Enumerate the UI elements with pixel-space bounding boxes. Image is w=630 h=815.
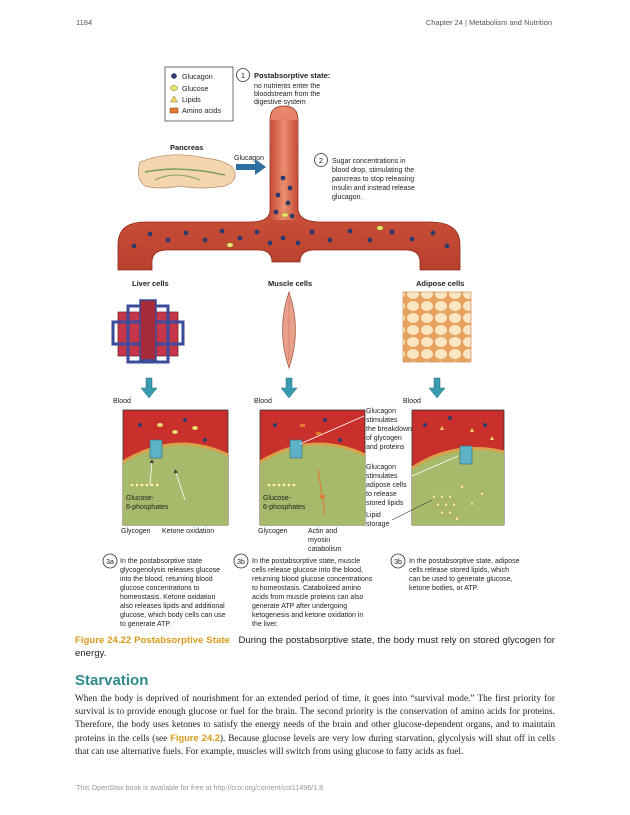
svg-text:blood drop, stimulating the: blood drop, stimulating the	[332, 167, 414, 174]
svg-text:Lipid: Lipid	[366, 512, 381, 519]
postabsorptive-figure: Glucagon Glucose Lipids Amino acids 1 Po…	[102, 66, 520, 628]
svg-text:stimulates: stimulates	[366, 473, 398, 480]
footer: This OpenStax book is available for free…	[76, 783, 324, 792]
glycogen-label-muscle: Glycogen	[258, 528, 288, 535]
svg-text:Pancreas: Pancreas	[170, 143, 203, 152]
svg-text:to release: to release	[366, 491, 397, 498]
svg-text:ketone bodies, or ATP.: ketone bodies, or ATP.	[409, 585, 478, 592]
svg-text:acids from muscle proteins can: acids from muscle proteins can also	[252, 594, 363, 601]
svg-text:Actin and: Actin and	[308, 528, 337, 535]
figure-caption: Figure 24.22 Postabsorptive State During…	[75, 634, 555, 660]
step-2: 2 Sugar concentrations in blood drop, st…	[314, 153, 415, 201]
svg-text:stimulates: stimulates	[366, 417, 398, 424]
svg-text:to homeostasis. Catabolized am: to homeostasis. Catabolized amino	[252, 585, 361, 592]
blood-vessel	[117, 105, 461, 271]
adipose-cells-label: Adipose cells	[416, 279, 464, 288]
liver-panel: Glucose- 6-phosphates	[122, 409, 229, 526]
svg-text:the liver.: the liver.	[252, 621, 278, 628]
legend-amino: Amino acids	[182, 106, 222, 115]
svg-text:6-phosphates: 6-phosphates	[263, 504, 306, 511]
svg-text:myosin: myosin	[308, 537, 330, 544]
svg-text:3b: 3b	[394, 559, 402, 566]
svg-text:cells release glucose into the: cells release glucose into the blood,	[252, 567, 363, 574]
svg-text:stored lipids: stored lipids	[366, 500, 404, 507]
svg-text:the breakdown: the breakdown	[366, 426, 412, 433]
svg-text:and proteins: and proteins	[366, 444, 405, 451]
svg-text:can be used to generate glucos: can be used to generate glucose,	[409, 576, 513, 583]
ketone-label: Ketone oxidation	[162, 528, 214, 535]
legend: Glucagon Glucose Lipids Amino acids	[164, 66, 234, 122]
section-title: Starvation	[75, 672, 149, 689]
muscle-cell-illustration	[282, 290, 296, 370]
glucagon-muscle-note: Glucagon stimulates the breakdown of gly…	[299, 408, 412, 451]
down-arrows	[140, 377, 446, 399]
glycogen-label-liver: Glycogen	[121, 528, 151, 535]
blood-label-muscle: Blood	[254, 398, 272, 405]
svg-text:storage: storage	[366, 521, 389, 528]
svg-text:2: 2	[319, 156, 323, 165]
svg-text:glucose concentrations to: glucose concentrations to	[120, 585, 199, 592]
amino-symbol	[169, 107, 179, 114]
svg-text:ketogenesis and ketone oxidati: ketogenesis and ketone oxidation in	[252, 612, 363, 619]
svg-text:1: 1	[241, 71, 245, 80]
step-3b-muscle: 3b In the postabsorptive state, muscle c…	[233, 553, 373, 628]
caption-text: During the postabsorptive state, the bod…	[75, 635, 555, 659]
chapter-header: Chapter 24 | Metabolism and Nutrition	[425, 18, 552, 27]
svg-text:Glucose-: Glucose-	[126, 495, 155, 502]
svg-text:into the blood, returning bloo: into the blood, returning blood	[120, 576, 213, 583]
glucagon-adipose-note: Glucagon stimulates adipose cells to rel…	[366, 455, 459, 528]
liver-cells-label: Liver cells	[132, 279, 169, 288]
svg-text:adipose cells: adipose cells	[366, 482, 407, 489]
svg-text:6-phosphates: 6-phosphates	[126, 504, 169, 511]
glucagon-arrow-label: Glucagon	[234, 155, 264, 162]
svg-text:Glucagon: Glucagon	[366, 464, 396, 471]
svg-text:digestive system: digestive system	[254, 99, 306, 106]
legend-lipids: Lipids	[182, 95, 201, 104]
svg-text:In the postabsorptive state, m: In the postabsorptive state, muscle	[252, 558, 360, 565]
step-1: 1 Postabsorptive state: no nutrients ent…	[236, 68, 330, 106]
adipose-panel	[411, 409, 505, 526]
svg-text:In the postabsorptive state, a: In the postabsorptive state, adipose	[409, 558, 520, 565]
glucose-symbol	[170, 85, 178, 91]
svg-text:Glucagon: Glucagon	[366, 408, 396, 415]
svg-text:no nutrients enter the: no nutrients enter the	[254, 83, 320, 90]
page-number: 1184	[76, 18, 93, 27]
svg-text:insulin and instead release: insulin and instead release	[332, 185, 415, 192]
legend-glucagon: Glucagon	[182, 72, 213, 81]
svg-text:glucagon.: glucagon.	[332, 194, 362, 201]
muscle-panel: Glucose- 6-phosphates	[259, 409, 366, 526]
step-3b-adipose: 3b In the postabsorptive state, adipose …	[390, 553, 520, 592]
svg-text:cells release stored lipids, w: cells release stored lipids, which	[409, 567, 509, 574]
muscle-cells-label: Muscle cells	[268, 279, 312, 288]
step-3a: 3a In the postabsorptive state glycogeno…	[102, 553, 226, 628]
svg-text:also releases lipids and addit: also releases lipids and additional	[120, 603, 225, 610]
svg-text:glycogenolysis releases glucos: glycogenolysis releases glucose	[120, 567, 220, 574]
blood-label-adipose: Blood	[403, 398, 421, 405]
svg-text:glucose, which body cells can: glucose, which body cells can use	[120, 612, 226, 619]
svg-text:generate ATP after undergoing: generate ATP after undergoing	[252, 603, 347, 610]
svg-text:3b: 3b	[237, 559, 245, 566]
body-paragraph: When the body is deprived of nourishment…	[75, 694, 555, 758]
blood-label-liver: Blood	[113, 398, 131, 405]
svg-text:Glucose-: Glucose-	[263, 495, 292, 502]
legend-glucose: Glucose	[182, 84, 208, 93]
svg-text:of glycogen: of glycogen	[366, 435, 402, 442]
svg-text:pancreas to stop releasing: pancreas to stop releasing	[332, 176, 414, 183]
svg-text:catabolism: catabolism	[308, 546, 342, 553]
glucagon-symbol	[171, 73, 177, 79]
svg-text:returning blood glucose concen: returning blood glucose concentrations	[252, 576, 373, 583]
pancreas: Pancreas Glucagon	[138, 143, 266, 189]
lipid-symbol	[170, 95, 178, 103]
figure-label: Figure 24.22 Postabsorptive State	[75, 635, 230, 646]
figure-link[interactable]: Figure 24.2	[170, 733, 220, 744]
svg-text:to generate ATP.: to generate ATP.	[120, 621, 171, 628]
svg-text:In the postabsorptive state: In the postabsorptive state	[120, 558, 202, 565]
svg-text:3a: 3a	[106, 559, 114, 566]
step1-title: Postabsorptive state:	[254, 71, 330, 80]
adipose-cells-illustration	[402, 291, 472, 363]
svg-text:homeostasis. Ketone oxidation: homeostasis. Ketone oxidation	[120, 594, 215, 601]
svg-text:Sugar concentrations in: Sugar concentrations in	[332, 158, 406, 165]
svg-text:bloodstream from the: bloodstream from the	[254, 91, 320, 98]
liver-cells-illustration	[111, 299, 185, 364]
